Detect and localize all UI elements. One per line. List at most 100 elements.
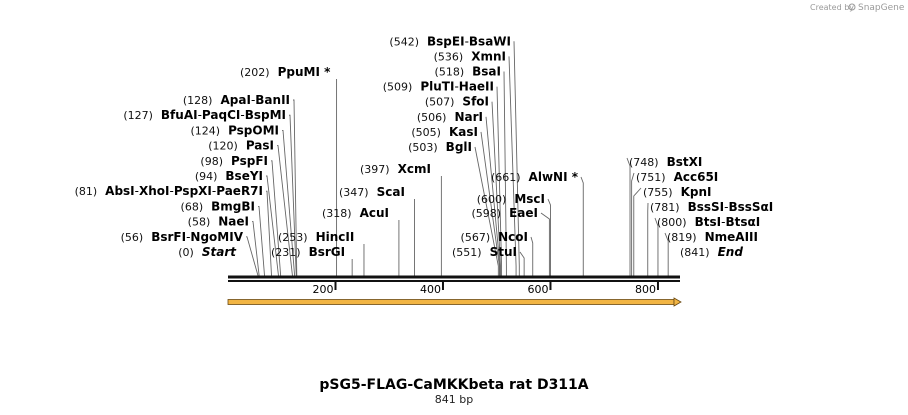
feature-bar [227, 299, 675, 305]
site-position: (551) [452, 246, 482, 259]
snapgene-logo-icon [848, 3, 856, 11]
site-name: XmnI [471, 49, 506, 63]
ruler-tick-label: 400 [420, 283, 441, 296]
site-position: (507) [425, 96, 455, 109]
site-connector [491, 101, 501, 276]
site-label: (0)Start [178, 245, 237, 259]
site-position: (98) [200, 155, 223, 168]
site-label: (551) StuI [452, 245, 517, 259]
site-connector [485, 116, 501, 276]
site-name: NaeI [218, 215, 249, 229]
site-position: (598) [472, 207, 502, 220]
site-separator: - [465, 34, 469, 48]
site-position: (800) [657, 216, 687, 229]
site-label: (124)PspOMI [190, 123, 279, 137]
site-label: (781)BssSI - BssSαI [650, 200, 773, 214]
site-label: (503)BglI [408, 140, 472, 154]
site-connector [530, 236, 534, 276]
site-name: End [718, 245, 744, 259]
site-separator: - [186, 230, 190, 244]
site-position: (202) [240, 66, 270, 79]
feature-arrow [227, 297, 682, 307]
site-name: BseYI [225, 169, 263, 183]
site-label: (81)AbsI - XhoI - PspXI - PaeR7I [75, 184, 263, 198]
site-connector [631, 172, 635, 276]
site-label: (506)NarI [417, 110, 483, 124]
site-name: PspFI [231, 154, 268, 168]
site-name: PspXI [174, 184, 212, 198]
site-label: (800) BtsI - BtsαI [657, 215, 760, 229]
site-label: (509)PluTI - HaeII [383, 80, 494, 94]
site-separator: - [135, 184, 139, 198]
site-connector [503, 71, 507, 276]
site-position: (506) [417, 111, 447, 124]
site-label: (841) End [680, 245, 743, 259]
site-connector [480, 131, 500, 276]
site-name: AbsI [105, 184, 134, 198]
credit-text: Created by [810, 3, 854, 12]
site-position: (81) [75, 185, 98, 198]
site-name: AcuI [360, 206, 389, 220]
site-label: (68)BmgBI [181, 199, 255, 213]
site-position: (819) [667, 231, 697, 244]
site-label: (127)BfuAI - PaqCI - BspMI [123, 108, 286, 122]
site-name: NgoMIV [190, 230, 243, 244]
site-position: (318) [322, 207, 352, 220]
site-name: StuI [490, 245, 517, 259]
site-label: (518)BsaI [435, 65, 501, 79]
brand-text: SnapGene [858, 3, 905, 13]
site-name: HaeII [459, 80, 494, 94]
site-label: (347)ScaI [339, 185, 405, 199]
site-label: (755)KpnI [643, 185, 712, 199]
site-position: (781) [650, 201, 680, 214]
site-separator: - [240, 108, 244, 122]
site-separator: - [170, 184, 174, 198]
site-position: (124) [190, 124, 220, 137]
site-position: (56) [121, 231, 144, 244]
site-name: BmgBI [211, 199, 255, 213]
site-connector [626, 157, 631, 276]
site-position: (128) [183, 94, 213, 107]
site-label: (600)MscI [477, 192, 545, 206]
map-length: 841 bp [435, 393, 473, 406]
site-connector [258, 205, 265, 277]
site-position: (536) [434, 50, 464, 63]
site-separator: - [721, 215, 725, 229]
site-position: (748) [629, 156, 659, 169]
site-position: (542) [389, 35, 419, 48]
site-position: (94) [195, 170, 218, 183]
site-name: ScaI [377, 185, 405, 199]
site-connector [277, 145, 293, 277]
site-name: XhoI [139, 184, 170, 198]
snapgene-credit: Created by SnapGene [810, 3, 905, 13]
ruler-tick-label: 200 [312, 283, 333, 296]
site-name: BsaWI [469, 34, 511, 48]
site-name: BspEI [427, 34, 465, 48]
site-name: Acc65I [674, 170, 719, 184]
site-name: BssSαI [728, 200, 773, 214]
site-position: (661) [491, 171, 521, 184]
site-name: PasI [246, 139, 274, 153]
site-position: (127) [123, 109, 153, 122]
site-label: (94) BseYI [195, 169, 263, 183]
site-label: (231)BsrGI [271, 245, 345, 259]
site-name: BsrGI [309, 245, 346, 259]
site-position: (841) [680, 246, 710, 259]
map-title: pSG5-FLAG-CaMKKbeta rat D311A [319, 377, 588, 393]
site-name: XcmI [398, 162, 431, 176]
sequence-backbone [228, 275, 680, 282]
site-label: (598)EaeI [472, 206, 539, 220]
site-label: (661)AlwNI * [491, 170, 579, 184]
site-name: BglI [446, 140, 472, 154]
site-connector [271, 160, 282, 277]
site-label: (120)PasI [208, 139, 274, 153]
site-name: BtsI [695, 215, 722, 229]
site-label: (58)NaeI [188, 215, 249, 229]
site-position: (600) [477, 193, 507, 206]
site-separator: - [251, 93, 255, 107]
site-name: BtsαI [725, 215, 760, 229]
site-name: BfuAI [161, 108, 198, 122]
site-separator: - [198, 108, 202, 122]
